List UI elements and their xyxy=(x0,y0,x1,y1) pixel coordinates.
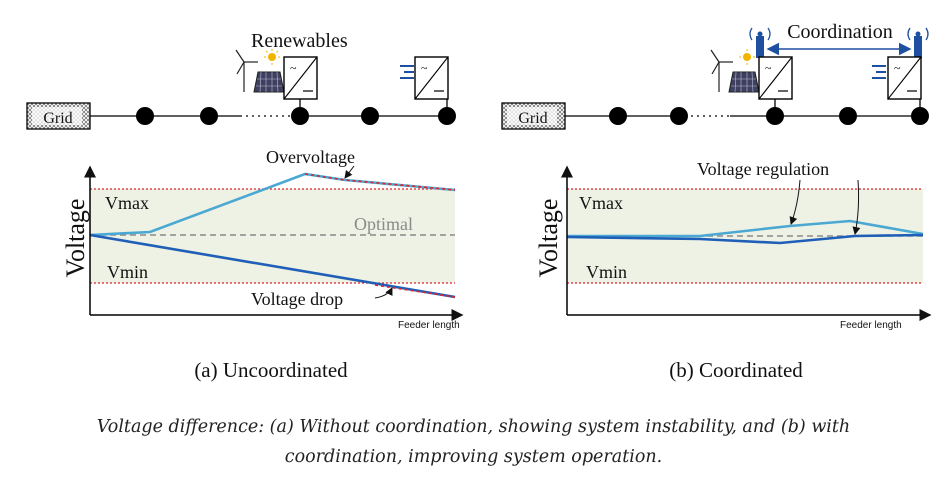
solar-panel-icon xyxy=(728,71,760,93)
x-axis-label: Feeder length xyxy=(398,320,460,331)
bus-node xyxy=(670,107,688,125)
acceptable-band xyxy=(90,189,455,283)
battery-icon xyxy=(872,65,886,79)
voltage-curve-drop xyxy=(89,233,456,299)
bus-node xyxy=(361,107,379,125)
caption-line-2: coordination, improving system operation… xyxy=(284,447,663,467)
caption-line-1: Voltage difference: (a) Without coordina… xyxy=(96,417,851,437)
bus-node xyxy=(609,107,627,125)
bus-node xyxy=(136,107,154,125)
grid-box: Grid xyxy=(26,102,91,130)
svg-text:~: ~ xyxy=(290,61,297,75)
panel-a-subtitle: (a) Uncoordinated xyxy=(194,358,348,382)
antenna-icon xyxy=(907,27,929,58)
panel-b: Grid Coordination xyxy=(501,21,932,382)
undervoltage-segment xyxy=(374,284,456,298)
antenna-icon xyxy=(749,27,771,58)
y-axis-label: Voltage xyxy=(61,199,90,278)
coordination-label: Coordination xyxy=(787,21,893,43)
vmax-label: Vmax xyxy=(579,193,623,213)
voltage-curve-regulated-high xyxy=(567,219,924,238)
y-axis-label: Voltage xyxy=(534,199,563,278)
optimal-label: Optimal xyxy=(354,214,413,234)
overvoltage-arrow xyxy=(344,165,355,179)
wind-turbine-icon xyxy=(710,49,733,92)
grid-label: Grid xyxy=(518,110,547,127)
vmax-label: Vmax xyxy=(105,193,149,213)
inverter-icon: ~ xyxy=(414,56,449,116)
solar-panel-icon xyxy=(253,71,285,93)
regulation-arrow xyxy=(789,179,801,225)
panel-a: Grid Renewables xyxy=(26,30,464,382)
bus-node xyxy=(839,107,857,125)
svg-text:~: ~ xyxy=(894,61,901,75)
sun-icon xyxy=(264,49,280,65)
voltage-curve-regulated-low xyxy=(566,233,924,245)
voltage-drop-label: Voltage drop xyxy=(251,289,343,309)
voltage-regulation-label: Voltage regulation xyxy=(697,159,829,179)
inverter-icon: ~ xyxy=(758,56,793,116)
grid-box: Grid xyxy=(501,102,566,130)
svg-text:~: ~ xyxy=(765,61,772,75)
regulation-arrow xyxy=(852,179,861,235)
renewables-label: Renewables xyxy=(251,30,348,52)
figure-caption: Voltage difference: (a) Without coordina… xyxy=(0,412,947,472)
panel-b-subtitle: (b) Coordinated xyxy=(669,358,803,382)
vmin-label: Vmin xyxy=(586,262,627,282)
x-axis-label: Feeder length xyxy=(840,320,902,331)
wind-turbine-icon xyxy=(235,49,258,92)
inverter-icon: ~ xyxy=(887,56,922,116)
inverter-icon: ~ xyxy=(283,56,318,116)
voltage-drop-arrow xyxy=(374,287,393,299)
battery-icon xyxy=(400,65,414,79)
svg-text:~: ~ xyxy=(421,61,428,75)
vmin-label: Vmin xyxy=(107,262,148,282)
bus-node xyxy=(200,107,218,125)
overvoltage-label: Overvoltage xyxy=(266,147,355,167)
overvoltage-segment xyxy=(304,173,456,191)
sun-icon xyxy=(739,49,755,65)
grid-label: Grid xyxy=(43,110,72,127)
